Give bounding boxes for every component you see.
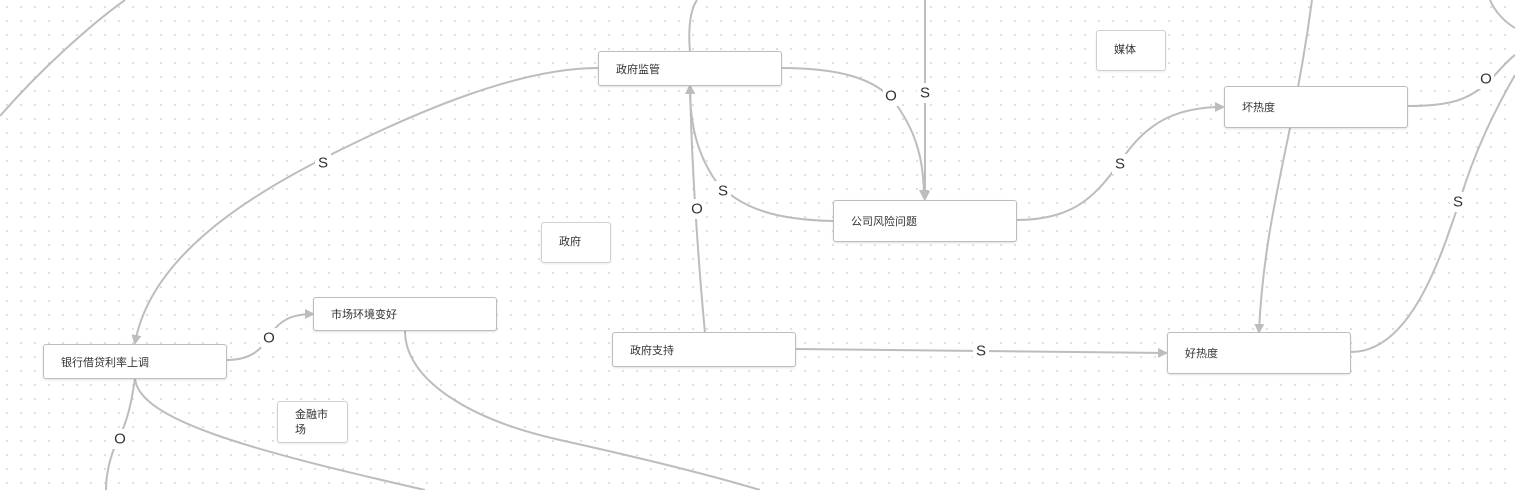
- node-gov-support[interactable]: 政府支持: [612, 332, 796, 367]
- svg-text:S: S: [976, 343, 986, 360]
- node-company-risk-label: 公司风险问题: [851, 216, 917, 228]
- svg-text:O: O: [885, 88, 897, 105]
- node-market-better-label: 市场环境变好: [331, 309, 397, 321]
- edge-label-o-gov-regulation-company-risk: O: [883, 86, 899, 106]
- svg-text:S: S: [318, 155, 328, 172]
- edge-offscreen-topleft[interactable]: [0, 0, 126, 117]
- node-gov-support-label: 政府支持: [630, 344, 674, 357]
- edge-gov-regulation-to-company-risk[interactable]: [780, 67, 929, 200]
- group-label-government[interactable]: 政府: [541, 222, 611, 263]
- edge-label-s-gov-regulation-bank-rate: S: [315, 153, 331, 173]
- edge-gov-regulation-top[interactable]: [688, 0, 698, 53]
- svg-text:O: O: [114, 431, 126, 448]
- svg-text:O: O: [691, 201, 703, 218]
- svg-text:S: S: [1453, 194, 1463, 211]
- edge-bank-rate-offscreen-bottom[interactable]: [134, 377, 426, 490]
- group-label-finance-market[interactable]: 金融市场: [277, 401, 348, 443]
- node-bad-heat-label: 坏热度: [1242, 102, 1275, 114]
- node-bank-rate-up-label: 银行借贷利率上调: [61, 356, 149, 369]
- node-market-better[interactable]: 市场环境变好: [313, 297, 497, 331]
- group-label-media-text: 媒体: [1114, 44, 1136, 56]
- edge-label-o-bad-heat-right: O: [1478, 69, 1494, 89]
- node-company-risk[interactable]: 公司风险问题: [833, 200, 1017, 242]
- svg-text:S: S: [718, 183, 728, 200]
- edge-market-better-offscreen[interactable]: [404, 330, 761, 490]
- node-good-heat-label: 好热度: [1185, 348, 1218, 360]
- group-label-media[interactable]: 媒体: [1096, 30, 1166, 71]
- svg-text:S: S: [1115, 156, 1125, 173]
- svg-text:O: O: [263, 330, 275, 347]
- edge-label-o-bank-rate-market-better: O: [261, 328, 277, 348]
- edge-top-right-corner[interactable]: [1489, 0, 1515, 29]
- node-gov-regulation-label: 政府监管: [616, 63, 660, 76]
- edge-label-s-company-risk-bad-heat: S: [1112, 154, 1128, 174]
- edge-company-risk-to-gov-regulation[interactable]: [685, 84, 834, 222]
- svg-text:O: O: [1480, 71, 1492, 88]
- edge-bad-heat-offscreen-right[interactable]: [1407, 54, 1515, 107]
- edge-label-s-top-company-risk: S: [917, 83, 933, 103]
- edge-label-o-bank-rate-bottom: O: [112, 429, 128, 449]
- node-bank-rate-up[interactable]: 银行借贷利率上调: [43, 344, 227, 379]
- group-label-government-text: 政府: [559, 236, 581, 248]
- edge-gov-support-to-gov-regulation[interactable]: [685, 84, 706, 334]
- edge-top-to-good-heat[interactable]: [1254, 0, 1313, 334]
- node-bad-heat[interactable]: 坏热度: [1224, 86, 1408, 128]
- node-gov-regulation[interactable]: 政府监管: [598, 51, 782, 86]
- edge-label-s-company-risk-gov-regulation: S: [715, 181, 731, 201]
- edge-label-o-gov-support-gov-regulation: O: [689, 199, 705, 219]
- edge-label-s-gov-support-good-heat: S: [973, 341, 989, 361]
- group-label-finance-market-text: 金融市场: [295, 409, 328, 436]
- edge-label-s-good-heat-right: S: [1450, 192, 1466, 212]
- svg-text:S: S: [920, 85, 930, 102]
- node-good-heat[interactable]: 好热度: [1167, 332, 1351, 374]
